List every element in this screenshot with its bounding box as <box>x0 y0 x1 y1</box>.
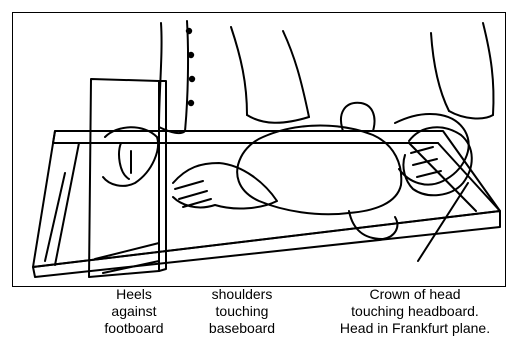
head-arm-cuff <box>449 111 493 118</box>
drawing-frame <box>12 12 506 287</box>
left-thumb <box>119 143 131 179</box>
caption-crown: Crown of head touching headboard. Head i… <box>320 286 510 337</box>
headboard-lines <box>409 143 500 261</box>
footboard <box>89 79 159 277</box>
left-sleeve <box>159 21 188 131</box>
caption-shoulders: shoulders touching baseboard <box>186 286 298 337</box>
head-fingers <box>411 147 441 177</box>
length-board-illustration <box>13 13 506 287</box>
board-surface <box>33 131 500 267</box>
caption-heels: Heels against footboard <box>88 286 180 337</box>
right-sleeve <box>231 27 309 117</box>
head-hand <box>403 127 471 195</box>
right-cuff <box>247 115 309 123</box>
baby-body <box>237 126 401 215</box>
head-arm-sleeve <box>431 23 494 115</box>
